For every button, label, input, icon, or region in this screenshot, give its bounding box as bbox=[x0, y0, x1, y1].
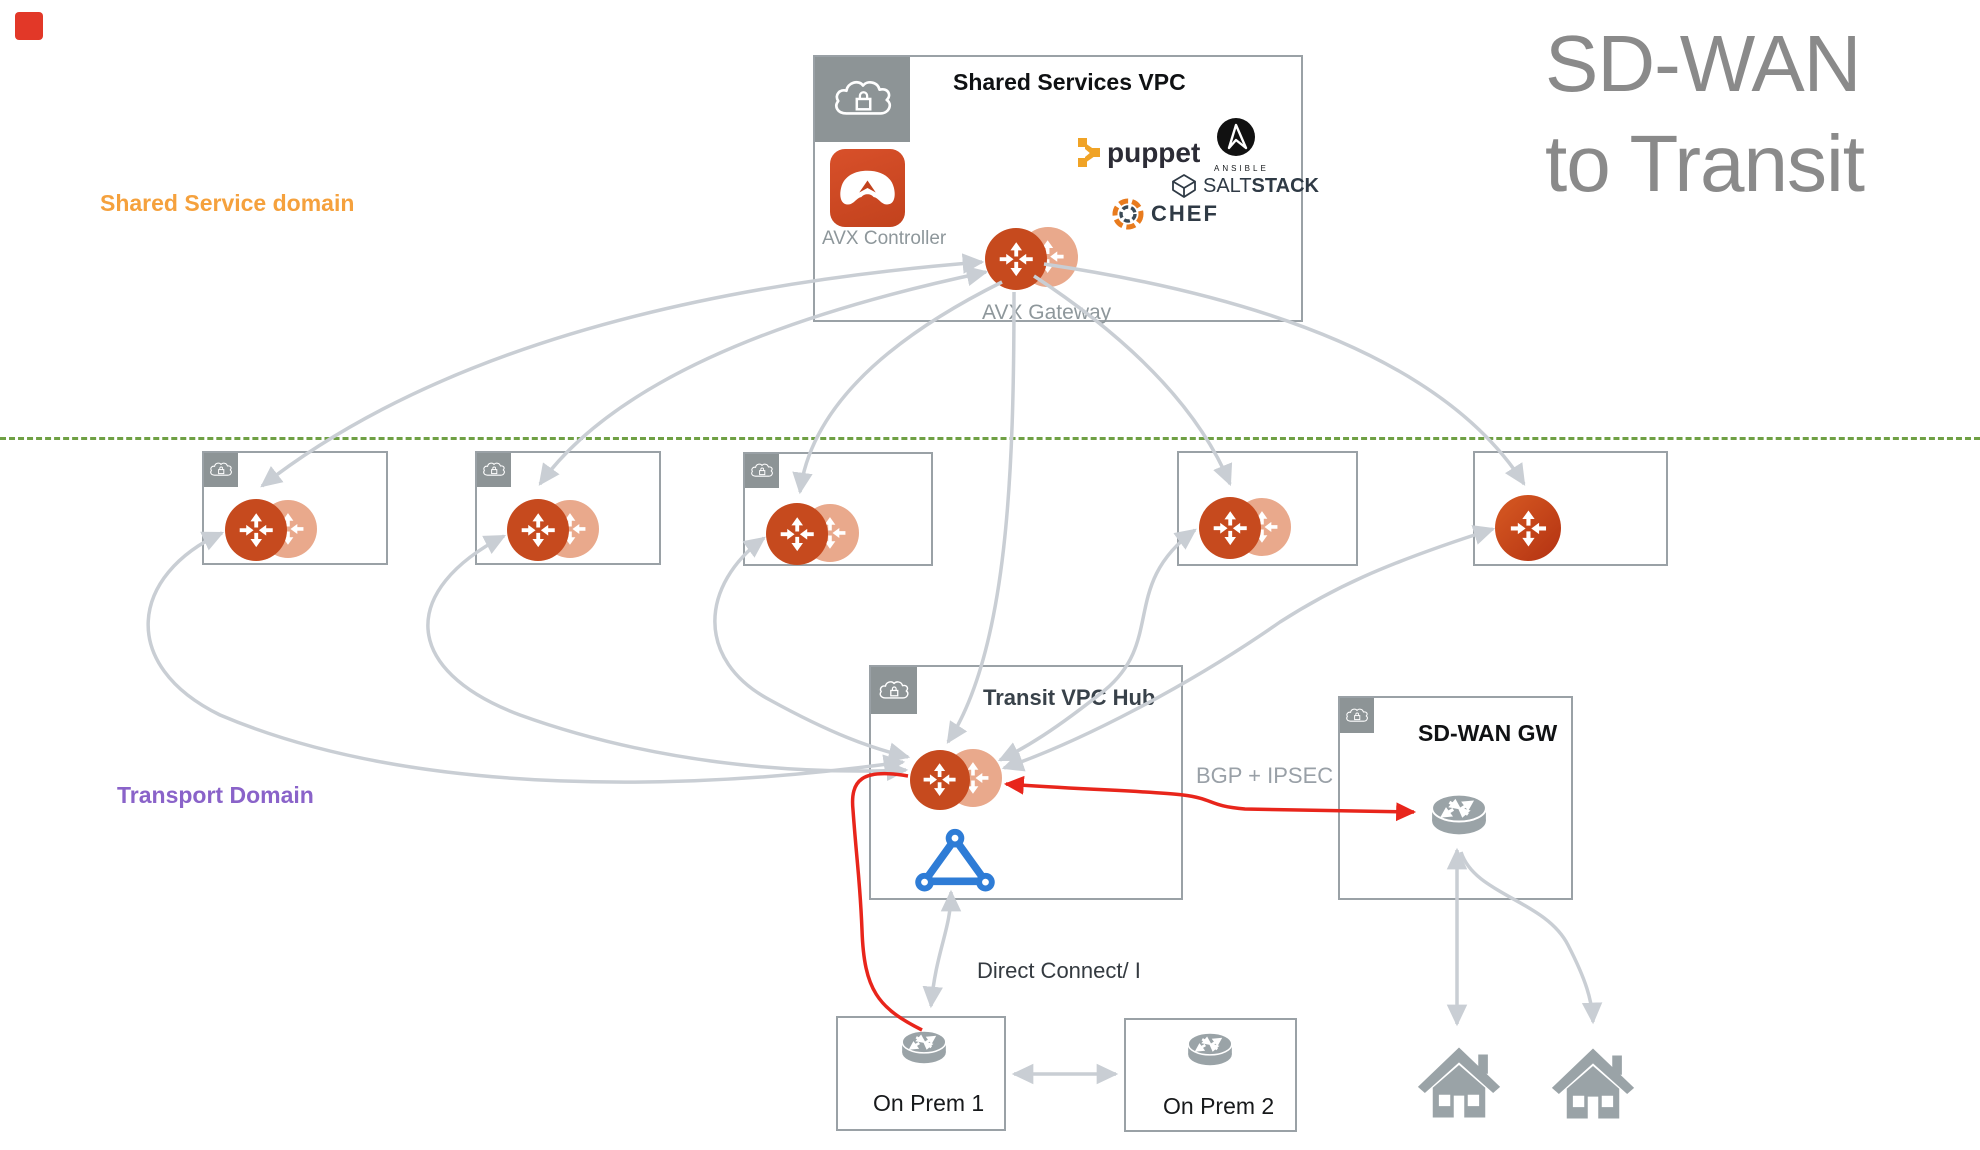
transit-hub-title: Transit VPC Hub bbox=[983, 685, 1156, 710]
cloud-lock-icon bbox=[209, 461, 233, 479]
avx-gateway-icon bbox=[985, 228, 1047, 290]
page-title-line1: SD-WAN bbox=[1545, 19, 1861, 108]
domain-divider-line bbox=[0, 437, 1980, 440]
transport-domain-label: Transport Domain bbox=[117, 782, 314, 808]
spoke-4-gateway-icon bbox=[1199, 497, 1261, 559]
shared-domain-label: Shared Service domain bbox=[100, 190, 355, 216]
page-title: SD-WAN to Transit bbox=[1545, 14, 1865, 214]
chef-logo-icon bbox=[1112, 198, 1144, 230]
link-transit-onprem1 bbox=[922, 889, 962, 1009]
on-prem-1-box: On Prem 1 bbox=[836, 1016, 1006, 1131]
chef-logo: CHEF bbox=[1111, 197, 1219, 231]
spoke-5-gateway-icon bbox=[1495, 495, 1561, 561]
on-prem-2-label: On Prem 2 bbox=[1163, 1093, 1275, 1119]
vpc-cloud-header bbox=[745, 454, 779, 488]
vpc-cloud-header bbox=[204, 453, 238, 487]
puppet-logo: puppet bbox=[1077, 137, 1200, 169]
ansible-logo: ANSIBLE bbox=[1214, 117, 1269, 173]
ansible-logo-icon bbox=[1217, 118, 1255, 156]
vpc-cloud-header bbox=[477, 453, 511, 487]
transit-gateway-icon bbox=[910, 750, 970, 810]
cloud-lock-icon bbox=[482, 461, 506, 479]
puppet-logo-icon bbox=[1078, 138, 1100, 167]
spoke-3-gateway-icon bbox=[766, 503, 828, 565]
saltstack-logo-icon bbox=[1172, 174, 1196, 198]
cloud-lock-icon bbox=[878, 679, 910, 703]
sdwan-gw-box: SD-WAN GW bbox=[1338, 696, 1573, 900]
saltstack-logo: SALTSTACK bbox=[1171, 173, 1319, 199]
on-prem-2-box: On Prem 2 bbox=[1124, 1018, 1297, 1132]
avx-controller-label: AVX Controller bbox=[822, 228, 947, 249]
cloud-lock-icon bbox=[1345, 707, 1369, 725]
saltstack-text-stack: STACK bbox=[1251, 174, 1319, 197]
avx-controller-icon bbox=[830, 149, 905, 227]
on-prem-1-label: On Prem 1 bbox=[873, 1090, 985, 1116]
puppet-logo-text: puppet bbox=[1107, 137, 1201, 168]
chef-logo-text: CHEF bbox=[1151, 201, 1219, 226]
bgp-ipsec-label: BGP + IPSEC bbox=[1196, 763, 1334, 788]
transit-vpc-hub-box: Transit VPC Hub bbox=[869, 665, 1183, 900]
on-prem-2-router-icon bbox=[1184, 1022, 1236, 1069]
vpc-cloud-header bbox=[815, 57, 910, 142]
link-spoke1-transit bbox=[146, 531, 906, 784]
transit-gateway-triangle-icon bbox=[912, 828, 998, 894]
spoke-2-gateway-icon bbox=[507, 499, 569, 561]
on-prem-1-router-icon bbox=[898, 1020, 950, 1067]
spoke-1-gateway-icon bbox=[225, 499, 287, 561]
shared-services-vpc-box: Shared Services VPC AVX Controller puppe… bbox=[813, 55, 1319, 324]
vpc-cloud-header bbox=[1340, 698, 1374, 733]
avx-gateway-label: AVX Gateway bbox=[982, 301, 1112, 324]
ansible-logo-text: ANSIBLE bbox=[1214, 164, 1269, 173]
sdwan-router-icon bbox=[1427, 781, 1491, 839]
branch-house-1-icon bbox=[1415, 1037, 1503, 1121]
cloud-lock-icon bbox=[750, 462, 774, 480]
sdwan-title: SD-WAN GW bbox=[1418, 720, 1558, 746]
vpc-cloud-header bbox=[871, 667, 917, 714]
shared-vpc-title: Shared Services VPC bbox=[953, 69, 1186, 95]
direct-connect-label: Direct Connect/ I bbox=[977, 958, 1141, 983]
saltstack-text-salt: SALT bbox=[1203, 174, 1252, 197]
corner-mark bbox=[15, 12, 43, 40]
cloud-lock-icon bbox=[832, 77, 894, 123]
link-spoke2-transit bbox=[426, 534, 909, 782]
page-title-line2: to Transit bbox=[1545, 119, 1865, 208]
branch-house-2-icon bbox=[1549, 1038, 1637, 1122]
